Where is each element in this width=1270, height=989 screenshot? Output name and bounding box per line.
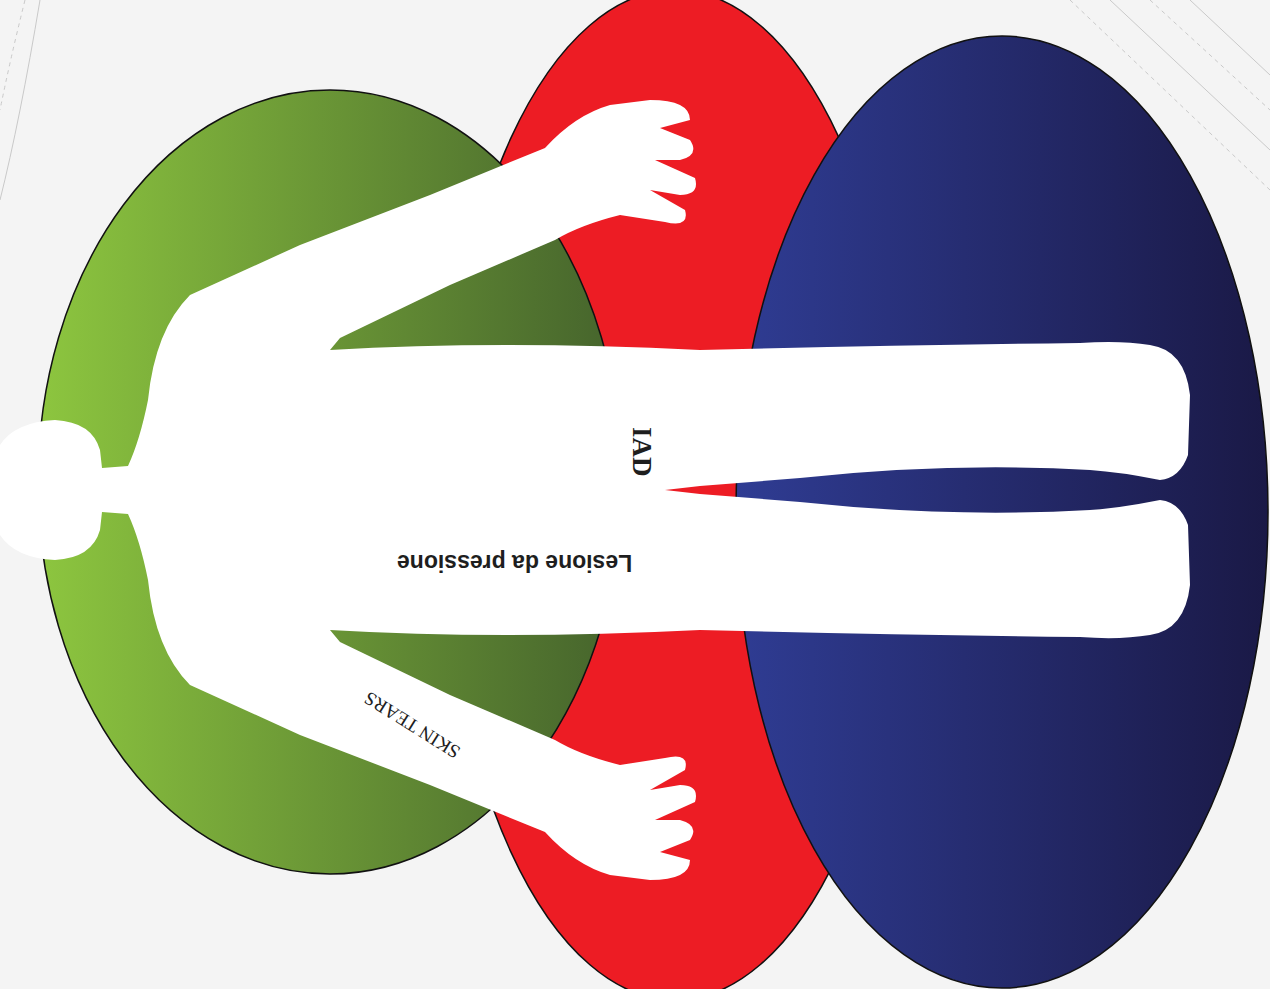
human-silhouette	[0, 100, 1190, 880]
pressure-injury-label: Lesione da pressione	[397, 550, 632, 575]
iad-label: IAD	[626, 427, 656, 477]
skin-tears-label: SKIN TEARS	[360, 686, 463, 761]
